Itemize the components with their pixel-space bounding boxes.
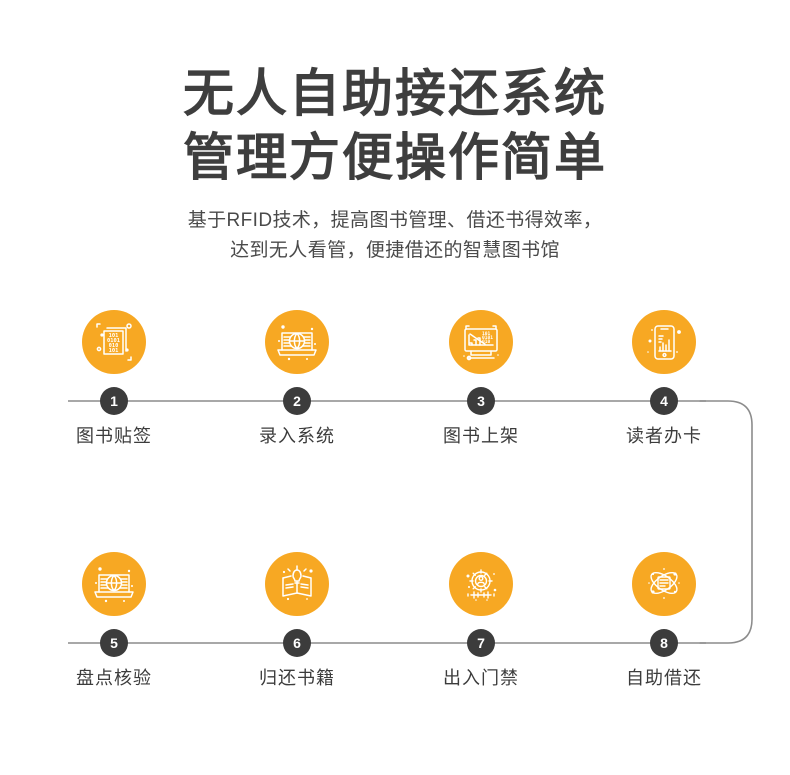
svg-text:101: 101 bbox=[109, 348, 119, 354]
flow-row-1: 101 0101 010 101 1 图书贴签 bbox=[0, 296, 790, 486]
flow-step-7[interactable]: 7 出入门禁 bbox=[406, 538, 556, 688]
page-subtitle-line-1: 基于RFID技术，提高图书管理、借还书得效率， bbox=[187, 210, 603, 231]
svg-text:101: 101 bbox=[109, 333, 119, 339]
laptop-globe-icon bbox=[82, 552, 146, 616]
atom-book-icon bbox=[632, 552, 696, 616]
flow-step-4-label: 读者办卡 bbox=[626, 426, 702, 446]
flow-step-2-badge: 2 bbox=[283, 387, 311, 415]
page-subtitle-line-2: 达到无人看管，便捷借还的智慧图书馆 bbox=[230, 240, 560, 261]
process-flow: 101 0101 010 101 1 图书贴签 bbox=[0, 296, 790, 736]
page-title-line-1: 无人自助接还系统 bbox=[182, 65, 607, 122]
flow-step-6-badge: 6 bbox=[283, 629, 311, 657]
page-subtitle: 基于RFID技术，提高图书管理、借还书得效率， 达到无人看管，便捷借还的智慧图书… bbox=[0, 190, 790, 266]
monitor-chart-icon: 101 0101 010 bbox=[449, 310, 513, 374]
flow-step-4[interactable]: 4 读者办卡 bbox=[589, 296, 739, 446]
flow-step-7-label: 出入门禁 bbox=[443, 668, 519, 688]
page-title-line-2: 管理方便操作简单 bbox=[182, 129, 607, 186]
flow-step-1-badge: 1 bbox=[100, 387, 128, 415]
gear-person-icon bbox=[449, 552, 513, 616]
flow-step-1[interactable]: 101 0101 010 101 1 图书贴签 bbox=[39, 296, 189, 446]
flow-step-2-label: 录入系统 bbox=[259, 426, 335, 446]
flow-step-2[interactable]: 2 录入系统 bbox=[222, 296, 372, 446]
flow-step-4-badge: 4 bbox=[650, 387, 678, 415]
flow-step-6[interactable]: 6 归还书籍 bbox=[222, 538, 372, 688]
book-bulb-icon bbox=[265, 552, 329, 616]
flow-step-1-label: 图书贴签 bbox=[76, 426, 152, 446]
flow-step-5[interactable]: 5 盘点核验 bbox=[39, 538, 189, 688]
binary-document-icon: 101 0101 010 101 bbox=[82, 310, 146, 374]
svg-text:0101: 0101 bbox=[482, 335, 493, 341]
flow-step-8-label: 自助借还 bbox=[626, 668, 702, 688]
page-header: 无人自助接还系统 管理方便操作简单 基于RFID技术，提高图书管理、借还书得效率… bbox=[0, 0, 790, 266]
svg-text:0101: 0101 bbox=[107, 338, 120, 344]
laptop-globe-icon bbox=[265, 310, 329, 374]
svg-text:010: 010 bbox=[109, 343, 119, 349]
svg-text:101: 101 bbox=[482, 331, 491, 337]
flow-step-7-badge: 7 bbox=[467, 629, 495, 657]
svg-text:010: 010 bbox=[482, 339, 491, 345]
flow-step-3-badge: 3 bbox=[467, 387, 495, 415]
flow-step-5-label: 盘点核验 bbox=[76, 668, 152, 688]
flow-step-6-label: 归还书籍 bbox=[259, 668, 335, 688]
flow-step-3-label: 图书上架 bbox=[443, 426, 519, 446]
flow-step-5-badge: 5 bbox=[100, 629, 128, 657]
flow-step-3[interactable]: 101 0101 010 3 图书上架 bbox=[406, 296, 556, 446]
flow-step-8[interactable]: 8 自助借还 bbox=[589, 538, 739, 688]
flow-step-8-badge: 8 bbox=[650, 629, 678, 657]
flow-row-2: 5 盘点核验 bbox=[0, 538, 790, 728]
page-title: 无人自助接还系统 管理方便操作简单 bbox=[0, 0, 790, 190]
phone-chart-icon bbox=[632, 310, 696, 374]
